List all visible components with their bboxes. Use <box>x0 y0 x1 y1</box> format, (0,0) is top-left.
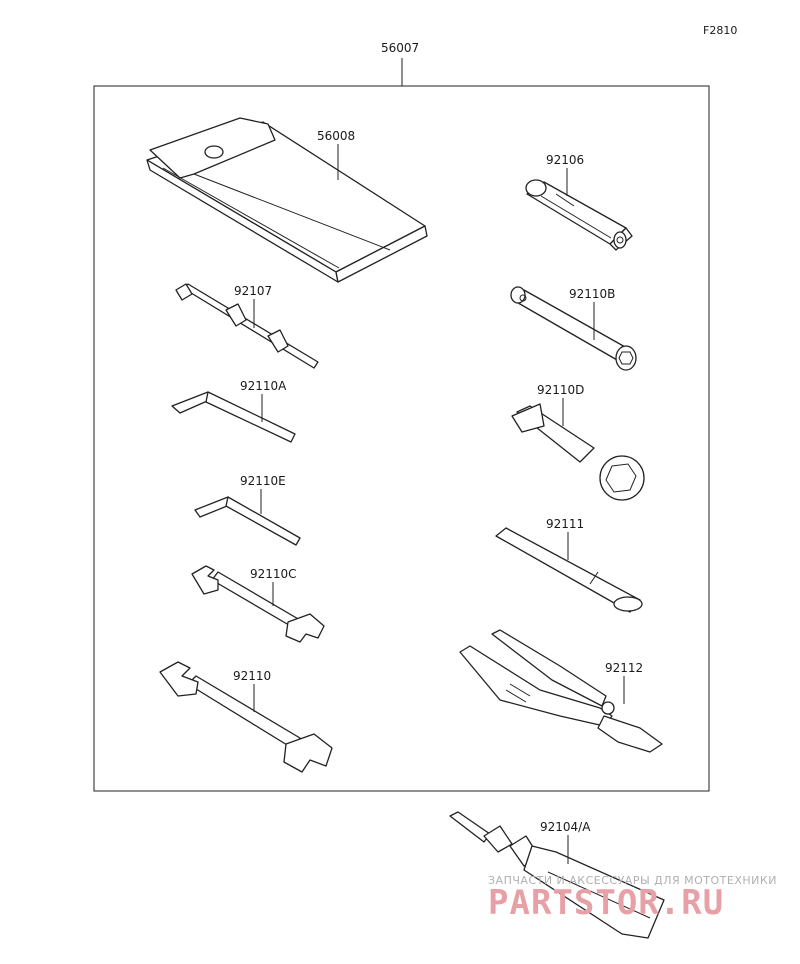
socket-92106 <box>525 179 633 251</box>
grease-tube-92104A <box>449 811 665 939</box>
label-92106: 92106 <box>546 153 584 167</box>
open-wrench-92110C <box>191 565 325 643</box>
hex-key-92110A <box>171 391 296 443</box>
label-92112: 92112 <box>605 661 643 675</box>
label-56008: 56008 <box>317 129 355 143</box>
label-92107: 92107 <box>234 284 272 298</box>
pliers-92112 <box>459 629 663 753</box>
kit-frame <box>93 85 710 792</box>
figure-code: F2810 <box>703 24 737 37</box>
hex-key-92110E <box>194 496 301 546</box>
label-56007: 56007 <box>381 41 419 55</box>
label-92104A: 92104/A <box>540 820 591 834</box>
label-92110A: 92110A <box>240 379 287 393</box>
ring-spanner-92110D <box>511 403 645 501</box>
label-92111: 92111 <box>546 517 584 531</box>
watermark-tagline: ЗАПЧАСТИ И АКСЕССУАРЫ ДЛЯ МОТОТЕХНИКИ <box>488 874 777 887</box>
handle-bar-92111 <box>495 527 643 613</box>
tool-pouch-56008 <box>146 117 428 283</box>
snap-button-icon <box>204 145 224 159</box>
watermark-brand: PARTSTOR.RU <box>488 883 724 923</box>
label-92110D: 92110D <box>537 383 584 397</box>
label-92110C: 92110C <box>250 567 297 581</box>
label-92110E: 92110E <box>240 474 286 488</box>
box-wrench-92110B <box>510 286 637 371</box>
label-92110: 92110 <box>233 669 271 683</box>
screwdriver-92107 <box>175 283 319 369</box>
pivot-icon <box>601 701 615 715</box>
open-wrench-92110 <box>159 661 333 773</box>
label-92110B: 92110B <box>569 287 615 301</box>
